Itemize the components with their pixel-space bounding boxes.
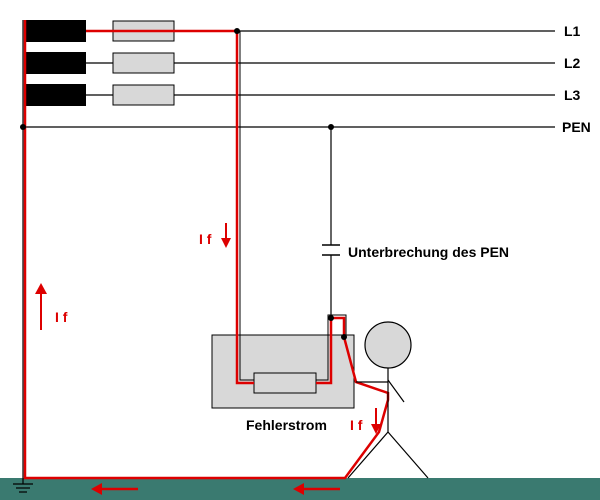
- appliance-housing: [211, 334, 355, 409]
- supply-lines: [23, 30, 555, 128]
- arrow-down-icon: [371, 408, 381, 434]
- label-pen-interruption: Unterbrechung des PEN: [348, 244, 509, 260]
- label-fault-current: Fehlerstrom: [246, 417, 327, 433]
- junction-dot-pen-drop: [328, 124, 334, 130]
- junction-dot-pen-source: [20, 124, 26, 130]
- pe-black-wire-overlay: [316, 314, 347, 381]
- label-l2: L2: [564, 55, 581, 71]
- label-if-person: I f: [350, 417, 363, 433]
- fault-path-l1: [86, 29, 254, 385]
- label-l1: L1: [564, 23, 581, 39]
- source-block-l1: [24, 20, 86, 42]
- arrow-up-icon: [35, 283, 47, 330]
- person-arm-right: [387, 379, 405, 403]
- l1-black-wire-overlay: [239, 31, 254, 381]
- arrow-left-icon: [293, 483, 340, 495]
- source-block-l3: [24, 84, 86, 106]
- junction-dots: [20, 28, 347, 340]
- arrow-down-icon: [221, 223, 231, 248]
- label-if-l1: I f: [199, 231, 212, 247]
- fuse-l3: [112, 84, 175, 106]
- person-icon: [347, 321, 429, 479]
- fuses: [112, 20, 175, 106]
- label-if-earth: I f: [55, 309, 68, 325]
- junction-dot-l1: [234, 28, 240, 34]
- label-pen: PEN: [562, 119, 591, 135]
- ground-symbol-icon: [13, 478, 33, 493]
- source-block-l2: [24, 52, 86, 74]
- junction-dot-housing: [341, 334, 347, 340]
- arrow-left-icon: [91, 483, 138, 495]
- junction-dot-pen-lower: [328, 315, 334, 321]
- person-head: [364, 321, 412, 369]
- label-l3: L3: [564, 87, 581, 103]
- person-leg-left: [347, 431, 389, 479]
- load-resistor: [253, 372, 317, 394]
- fuse-l2: [112, 52, 175, 74]
- fault-path-body: [23, 20, 390, 480]
- person-leg-right: [387, 431, 429, 479]
- source-blocks: [24, 20, 86, 106]
